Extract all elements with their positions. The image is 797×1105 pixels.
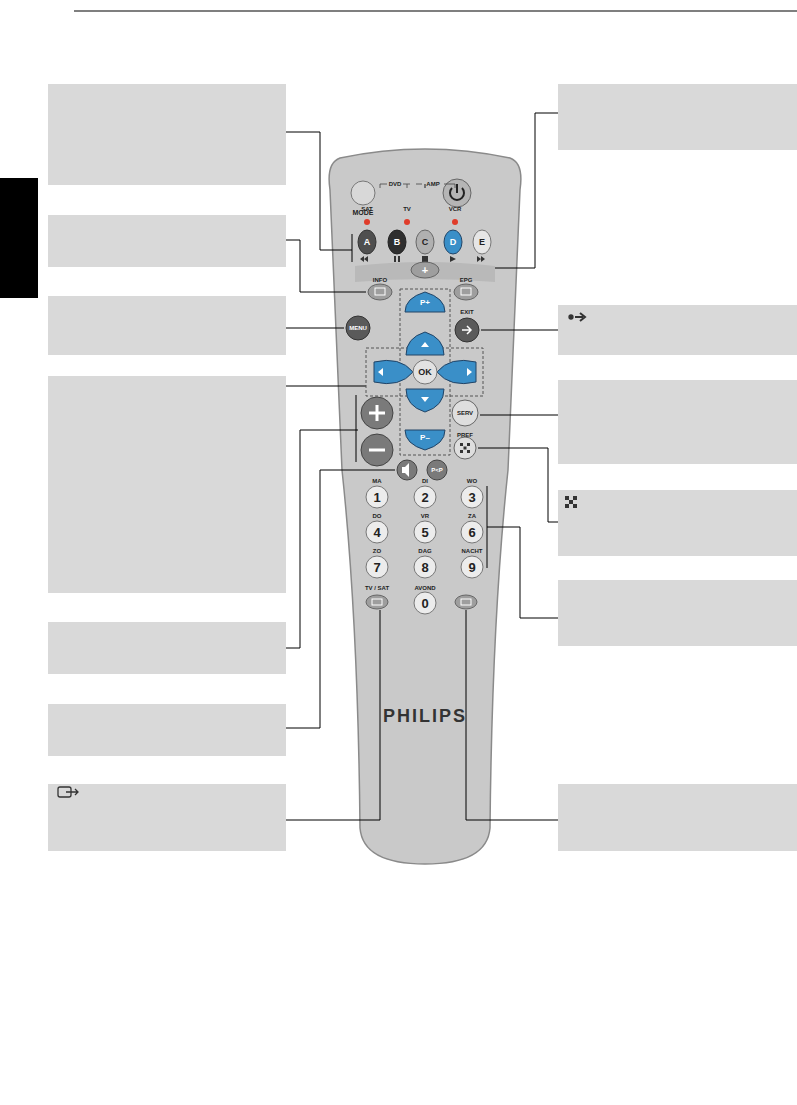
mode-label: SAT xyxy=(361,206,373,212)
button-label: + xyxy=(422,265,428,276)
day-label: VR xyxy=(421,513,429,519)
day-label: DO xyxy=(373,513,382,519)
day-label: AVOND xyxy=(414,585,435,591)
button-label: EPG xyxy=(460,277,473,283)
digit-label: 1 xyxy=(373,491,380,504)
digit-label: 9 xyxy=(468,561,475,574)
button-label: PREF xyxy=(457,432,473,438)
day-label: ZO xyxy=(373,548,381,554)
digit-label: 3 xyxy=(468,491,475,504)
color-key-label: E xyxy=(479,238,485,247)
remote-body xyxy=(329,149,521,864)
day-label: DAG xyxy=(418,548,431,554)
digit-label: 0 xyxy=(421,597,428,610)
button-label: MENU xyxy=(349,325,367,331)
language-tab xyxy=(0,178,38,298)
mode-label: VCR xyxy=(449,206,462,212)
dashed-groups xyxy=(366,289,483,455)
mode-label: AMP xyxy=(426,181,439,187)
button-label: TV / SAT xyxy=(365,585,389,591)
button-label: EXIT xyxy=(460,309,473,315)
digit-label: 6 xyxy=(468,526,475,539)
button-label: P+ xyxy=(420,299,430,307)
day-label: MA xyxy=(372,478,381,484)
digit-label: 4 xyxy=(373,526,380,539)
color-key-label: D xyxy=(450,238,457,247)
leader-lines xyxy=(286,113,558,820)
button-label: P<P xyxy=(431,467,443,473)
digit-label: 2 xyxy=(421,491,428,504)
digit-label: 7 xyxy=(373,561,380,574)
color-key-label: B xyxy=(394,238,401,247)
mode-label: DVD xyxy=(389,181,402,187)
button-label: INFO xyxy=(373,277,387,283)
day-label: ZA xyxy=(468,513,476,519)
digit-label: 5 xyxy=(421,526,428,539)
color-key-label: C xyxy=(422,238,429,247)
button-label: SERV xyxy=(457,410,473,416)
header-rule xyxy=(74,10,797,11)
buttons xyxy=(346,179,495,614)
day-label: NACHT xyxy=(462,548,483,554)
brand-logo: PHILIPS xyxy=(383,707,467,725)
digit-label: 8 xyxy=(421,561,428,574)
button-label: OK xyxy=(418,368,432,377)
day-label: WO xyxy=(467,478,477,484)
mode-label: TV xyxy=(403,206,411,212)
color-key-label: A xyxy=(364,238,371,247)
day-label: DI xyxy=(422,478,428,484)
button-label: P– xyxy=(420,434,430,442)
